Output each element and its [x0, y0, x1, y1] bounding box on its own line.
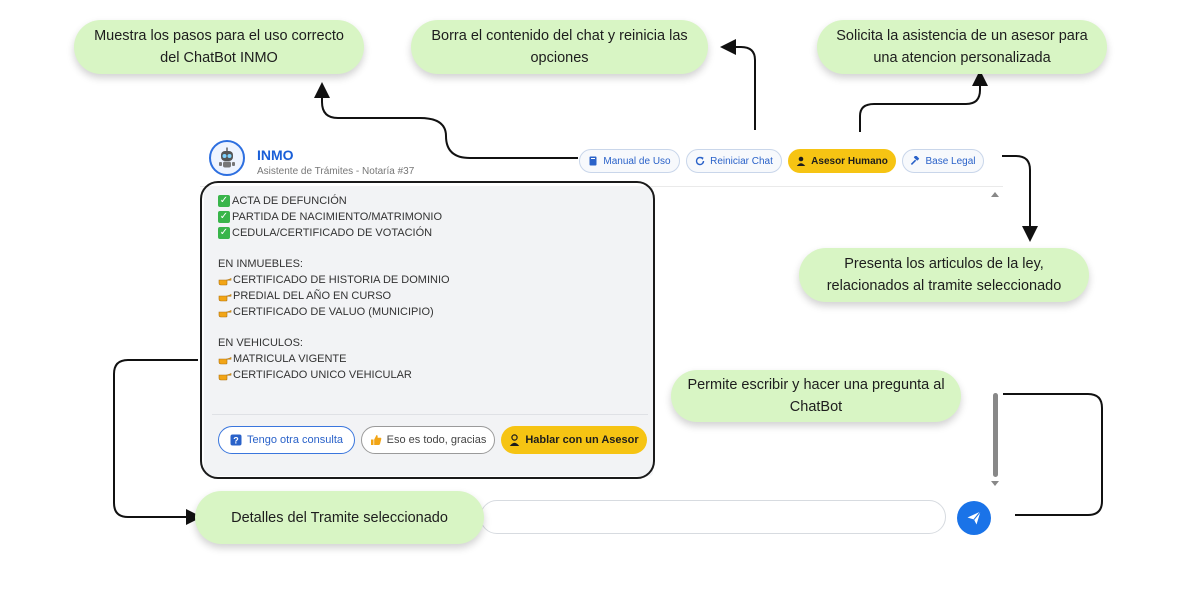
reset-chat-button-label: Reiniciar Chat: [710, 155, 773, 167]
human-advisor-button[interactable]: Asesor Humano: [788, 149, 896, 173]
callout-manual: Muestra los pasos para el uso correcto d…: [74, 20, 364, 74]
done-thanks-button-label: Eso es todo, gracias: [386, 434, 487, 446]
legal-base-button-label: Base Legal: [925, 155, 976, 167]
human-advisor-button-label: Asesor Humano: [811, 155, 888, 167]
list-item: MATRICULA VIGENTE: [218, 351, 450, 367]
paper-plane-icon: [967, 511, 981, 525]
list-item: ✓CEDULA/CERTIFICADO DE VOTACIÓN: [218, 227, 433, 239]
line-legal: [1002, 155, 1038, 242]
scroll-up-arrow-icon[interactable]: [991, 192, 999, 197]
thumbs-up-icon: [370, 435, 381, 445]
section-title: EN VEHICULOS:: [218, 337, 303, 349]
scroll-down-arrow-icon[interactable]: [991, 481, 999, 486]
reset-chat-button[interactable]: Reiniciar Chat: [686, 149, 782, 173]
user-icon: [796, 156, 806, 166]
app-title: INMO: [257, 147, 294, 163]
requirements-list: ✓ACTA DE DEFUNCIÓN ✓PARTIDA DE NACIMIENT…: [218, 193, 450, 383]
callout-legal: Presenta los articulos de la ley, relaci…: [799, 248, 1089, 302]
book-icon: [589, 156, 597, 166]
list-item: CERTIFICADO DE VALUO (MUNICIPIO): [218, 304, 450, 320]
line-details: [113, 359, 202, 525]
robot-avatar-icon: [209, 140, 245, 176]
divider: [212, 414, 648, 415]
line-input: [978, 386, 1103, 516]
refresh-icon: [695, 156, 705, 166]
gavel-icon: [911, 156, 920, 165]
other-query-button-label: Tengo otra consulta: [246, 434, 343, 446]
legal-base-button[interactable]: Base Legal: [902, 149, 984, 173]
question-icon: ?: [230, 434, 242, 446]
pointing-hand-icon: [218, 356, 232, 364]
pointing-hand-icon: [218, 372, 232, 380]
manual-button-label: Manual de Uso: [603, 155, 671, 167]
checkmark-icon: ✓: [218, 211, 230, 223]
list-item: ✓ACTA DE DEFUNCIÓN: [218, 195, 347, 207]
message-input[interactable]: [480, 500, 946, 534]
send-button[interactable]: [957, 501, 991, 535]
section-title: EN INMUEBLES:: [218, 258, 303, 270]
line-reset: [720, 39, 756, 130]
line-advisor: [859, 70, 988, 132]
other-query-button[interactable]: ? Tengo otra consulta: [218, 426, 355, 454]
list-item: ✓PARTIDA DE NACIMIENTO/MATRIMONIO: [218, 211, 443, 223]
callout-details: Detalles del Tramite seleccionado: [195, 491, 484, 544]
talk-to-advisor-button[interactable]: Hablar con un Asesor: [501, 426, 647, 454]
line-manual: [314, 82, 578, 159]
scrollbar-thumb[interactable]: [993, 393, 998, 477]
list-item: CERTIFICADO DE HISTORIA DE DOMINIO: [218, 272, 450, 288]
checkmark-icon: ✓: [218, 227, 230, 239]
callout-reset: Borra el contenido del chat y reinicia l…: [411, 20, 708, 74]
app-subtitle: Asistente de Trámites - Notaría #37: [257, 166, 415, 177]
list-item: CERTIFICADO UNICO VEHICULAR: [218, 367, 450, 383]
done-thanks-button[interactable]: Eso es todo, gracias: [361, 426, 495, 454]
pointing-hand-icon: [218, 277, 232, 285]
checkmark-icon: ✓: [218, 195, 230, 207]
manual-button[interactable]: Manual de Uso: [579, 149, 680, 173]
talk-to-advisor-button-label: Hablar con un Asesor: [525, 434, 639, 446]
svg-text:?: ?: [233, 436, 239, 446]
pointing-hand-icon: [218, 293, 232, 301]
callout-advisor: Solicita la asistencia de un asesor para…: [817, 20, 1107, 74]
pointing-hand-icon: [218, 309, 232, 317]
callout-input: Permite escribir y hacer una pregunta al…: [671, 370, 961, 422]
list-item: PREDIAL DEL AÑO EN CURSO: [218, 288, 450, 304]
advisor-icon: [510, 434, 520, 446]
